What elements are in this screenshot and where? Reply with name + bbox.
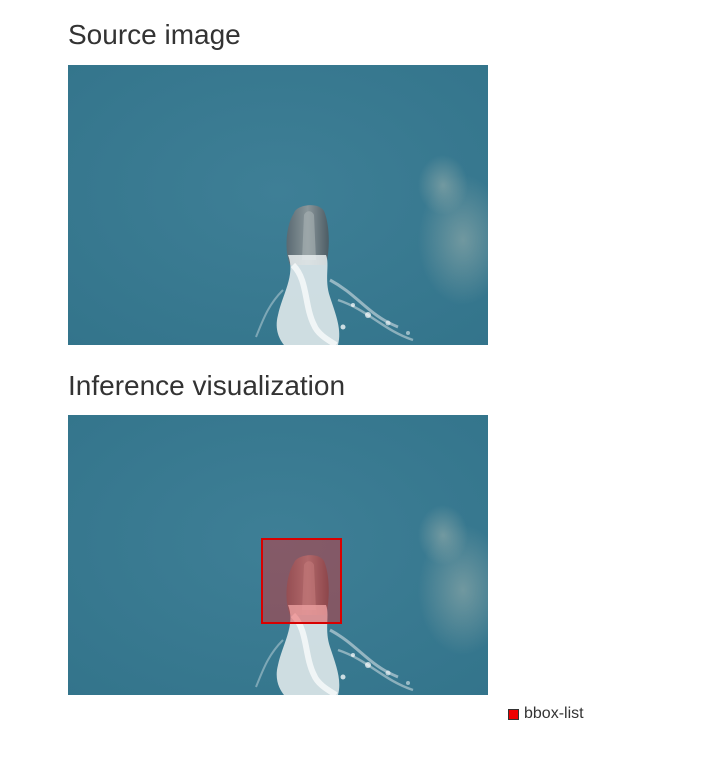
detection-bounding-box <box>261 538 342 624</box>
source-image <box>68 65 488 345</box>
legend-label-bbox-list: bbox-list <box>524 705 584 722</box>
square-swatch-icon <box>508 708 519 720</box>
inference-image <box>68 415 488 695</box>
source-image-title: Source image <box>68 19 241 50</box>
inference-visualization-title: Inference visualization <box>68 370 346 401</box>
legend: bbox-list <box>508 705 584 723</box>
whale-aerial-photo <box>68 65 488 345</box>
